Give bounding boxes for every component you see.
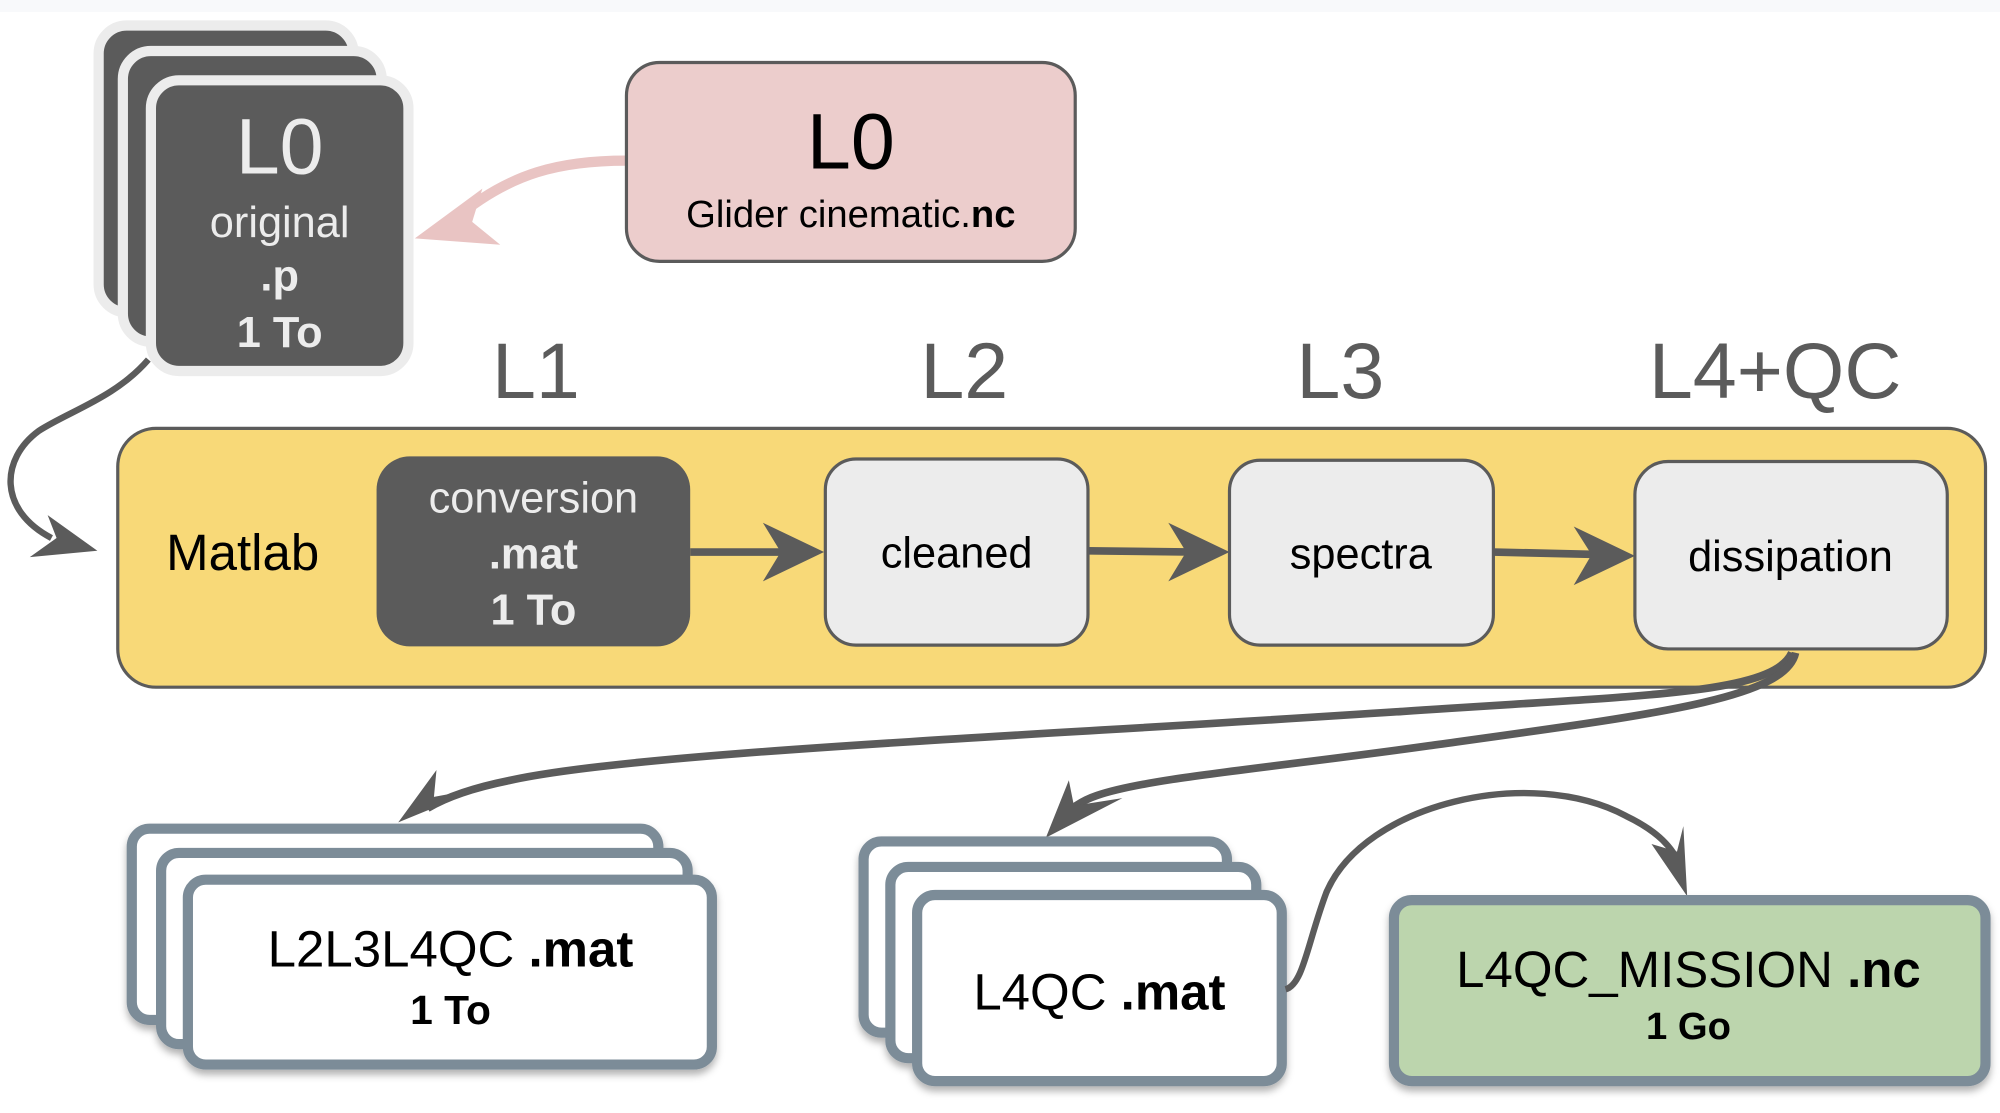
step-spectra[interactable]: spectra <box>1227 458 1495 647</box>
stack-card-front <box>145 75 414 377</box>
arrowhead-icon <box>29 515 98 558</box>
step-conversion[interactable]: conversion .mat 1 To <box>376 456 691 647</box>
arrow-conversion-to-cleaned <box>690 522 825 582</box>
arrow-nc-to-raw <box>414 155 627 245</box>
output-l2l3l4qc-stack[interactable]: L2L3L4QC .mat 1 To <box>126 823 717 1070</box>
stack-card-front <box>182 874 717 1070</box>
output-mission-size: 1 Go <box>1646 1005 1731 1048</box>
output-l4qc-ext: .mat <box>1121 964 1226 1021</box>
step-cleaned[interactable]: cleaned <box>823 457 1090 647</box>
l0-nc-filename: Glider cinematic.nc <box>686 193 1015 236</box>
arrowhead-icon <box>1651 826 1688 897</box>
arrow-dissipation-to-l2l3l4qc <box>398 650 1796 823</box>
output-mission-nc[interactable]: L4QC_MISSION .nc 1 Go <box>1388 894 1991 1087</box>
output-mission-name: L4QC_MISSION <box>1456 941 1847 998</box>
l0-nc-level: L0 <box>807 96 895 185</box>
level-label-l3: L3 <box>1296 326 1384 415</box>
arrowhead-icon <box>1168 522 1230 582</box>
step-dissipation[interactable]: dissipation <box>1633 459 1949 651</box>
output-l4qc-name: L4QC <box>973 964 1120 1021</box>
level-label-l2: L2 <box>920 326 1008 415</box>
level-label-l4qc: L4+QC <box>1649 326 1902 415</box>
arrow-l4qc-to-mission <box>1284 789 1688 993</box>
arrowhead-icon <box>398 770 483 823</box>
arrowhead-icon <box>1045 780 1123 838</box>
output-l2l3l4qc-size: 1 To <box>410 987 491 1033</box>
l0-raw-name: original <box>210 199 350 247</box>
step-cleaned-label: cleaned <box>881 529 1033 577</box>
step-spectra-label: spectra <box>1290 531 1433 579</box>
arrowhead-icon <box>414 188 501 245</box>
arrow-raw-to-matlab <box>7 357 151 558</box>
l0-raw-ext: .p <box>260 253 299 301</box>
arrowhead-icon <box>762 522 825 582</box>
output-mission-filename: L4QC_MISSION .nc <box>1456 941 1921 998</box>
stack-card-front <box>912 889 1287 1087</box>
l0-nc-box[interactable]: L0 Glider cinematic.nc <box>624 60 1077 263</box>
output-l4qc-stack[interactable]: L4QC .mat <box>858 836 1287 1087</box>
top-band <box>0 0 2000 12</box>
step-dissipation-label: dissipation <box>1688 533 1893 581</box>
arrow-dissipation-to-l4qc <box>1045 651 1800 838</box>
output-l4qc-filename: L4QC .mat <box>973 964 1225 1021</box>
matlab-label: Matlab <box>166 524 319 581</box>
l0-raw-stack[interactable]: L0 original .p 1 To <box>93 20 414 377</box>
l0-nc-ext: nc <box>971 193 1016 236</box>
output-l2l3l4qc-name: L2L3L4QC <box>268 920 529 977</box>
arrowhead-icon <box>1573 526 1635 586</box>
step-conversion-size: 1 To <box>490 587 576 635</box>
output-l2l3l4qc-filename: L2L3L4QC .mat <box>268 920 634 977</box>
arrow-cleaned-to-spectra <box>1087 522 1230 582</box>
output-l2l3l4qc-ext: .mat <box>528 920 633 977</box>
arrow-spectra-to-dissipation <box>1493 526 1635 586</box>
output-mission-ext: .nc <box>1847 941 1921 998</box>
step-conversion-ext: .mat <box>489 531 578 579</box>
l0-raw-size: 1 To <box>237 309 323 357</box>
l0-nc-name: Glider cinematic. <box>686 193 971 236</box>
l0-raw-level: L0 <box>236 101 324 190</box>
level-label-l1: L1 <box>492 326 580 415</box>
step-conversion-label: conversion <box>429 475 639 523</box>
